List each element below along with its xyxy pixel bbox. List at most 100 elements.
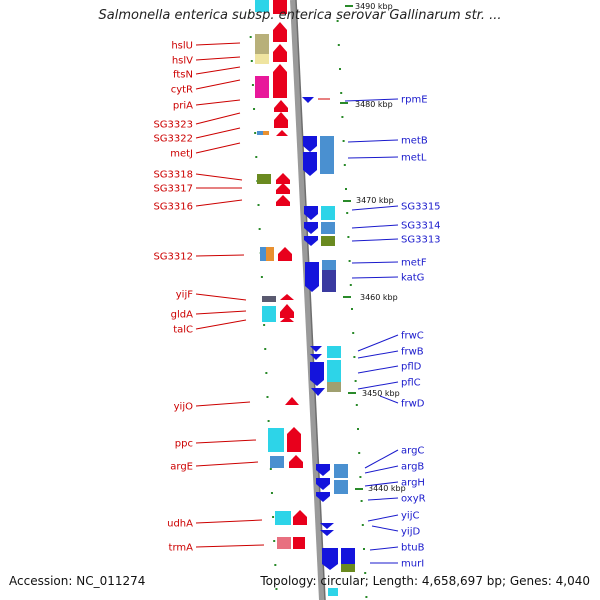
gene-label-cytR[interactable]: cytR [171,85,193,96]
gene-arrow[interactable] [322,548,338,570]
gene-arrow[interactable] [303,152,317,176]
gene-label-yijC[interactable]: yijC [401,511,419,522]
gene-label-talC[interactable]: talC [173,325,193,336]
gene-label-frwB[interactable]: frwB [401,347,424,358]
gene-glyph[interactable] [334,480,348,494]
gene-arrow[interactable] [310,362,324,386]
gene-arrow[interactable] [320,523,334,529]
gene-glyph[interactable] [255,0,269,12]
gene-label-frwD[interactable]: frwD [401,399,425,410]
gene-label-yijO[interactable]: yijO [174,402,193,413]
gene-glyph[interactable] [321,236,335,246]
gene-label-pflC[interactable]: pflC [401,378,421,389]
gene-arrow[interactable] [316,478,330,490]
gene-glyph[interactable] [321,222,335,234]
gene-glyph[interactable] [327,346,341,358]
gene-arrow[interactable] [304,206,318,220]
gene-arrow[interactable] [316,492,330,502]
gene-label-hslU[interactable]: hslU [171,41,193,52]
gene-label-SG3312[interactable]: SG3312 [153,252,193,263]
gene-label-argE[interactable]: argE [170,462,193,473]
gene-glyph[interactable] [322,260,336,270]
gene-arrow[interactable] [310,354,322,360]
gene-label-udhA[interactable]: udhA [167,519,193,530]
gene-arrow[interactable] [303,136,317,152]
gene-glyph[interactable] [273,0,287,14]
gene-glyph[interactable] [327,360,341,382]
gene-glyph[interactable] [293,537,305,549]
gene-label-SG3323[interactable]: SG3323 [153,120,193,131]
gene-label-SG3315[interactable]: SG3315 [401,202,441,213]
gene-glyph[interactable] [320,150,334,174]
gene-glyph[interactable] [334,464,348,478]
gene-label-argH[interactable]: argH [401,478,425,489]
gene-glyph[interactable] [341,564,355,572]
gene-arrow[interactable] [304,236,318,246]
gene-label-pflD[interactable]: pflD [401,362,422,373]
gene-glyph[interactable] [268,428,284,452]
gene-glyph[interactable] [266,247,274,261]
gene-arrow[interactable] [273,64,287,80]
gene-arrow[interactable] [280,316,294,322]
gene-arrow[interactable] [278,247,292,261]
gene-arrow[interactable] [293,510,307,525]
gene-arrow[interactable] [276,173,290,184]
gene-label-metL[interactable]: metL [401,153,427,164]
gene-label-trmA[interactable]: trmA [169,543,194,554]
gene-arrow[interactable] [311,388,325,396]
gene-glyph[interactable] [263,131,269,135]
gene-label-frwC[interactable]: frwC [401,331,424,342]
gene-label-SG3313[interactable]: SG3313 [401,235,441,246]
gene-glyph[interactable] [273,80,287,98]
gene-glyph[interactable] [277,537,291,549]
gene-label-yijF[interactable]: yijF [176,290,193,301]
gene-arrow[interactable] [310,346,322,352]
gene-label-metF[interactable]: metF [401,258,427,269]
gene-label-SG3322[interactable]: SG3322 [153,134,193,145]
gene-arrow[interactable] [302,97,314,103]
gene-label-argC[interactable]: argC [401,446,424,457]
gene-arrow[interactable] [316,464,330,476]
gene-label-ftsN[interactable]: ftsN [173,70,193,81]
gene-label-hslV[interactable]: hslV [172,56,193,67]
gene-glyph[interactable] [257,174,271,184]
gene-arrow[interactable] [274,112,288,128]
gene-glyph[interactable] [255,76,269,98]
gene-arrow[interactable] [287,427,301,452]
gene-glyph[interactable] [257,131,263,135]
gene-arrow[interactable] [304,222,318,234]
gene-arrow[interactable] [280,304,294,318]
gene-arrow[interactable] [320,530,334,536]
gene-arrow[interactable] [285,397,299,405]
gene-label-metJ[interactable]: metJ [170,149,193,160]
gene-glyph[interactable] [262,306,276,322]
gene-label-SG3314[interactable]: SG3314 [401,221,441,232]
gene-arrow[interactable] [276,195,290,206]
gene-label-gldA[interactable]: gldA [171,310,193,321]
gene-arrow[interactable] [276,130,288,136]
gene-label-argB[interactable]: argB [401,462,424,473]
gene-glyph[interactable] [275,511,291,525]
gene-arrow[interactable] [273,22,287,42]
gene-arrow[interactable] [289,455,303,468]
gene-arrow[interactable] [305,262,319,292]
gene-glyph[interactable] [322,270,336,292]
gene-label-ppc[interactable]: ppc [175,439,193,450]
gene-glyph[interactable] [260,247,266,261]
gene-label-yijD[interactable]: yijD [401,527,420,538]
gene-glyph[interactable] [255,34,269,54]
gene-label-katG[interactable]: katG [401,273,424,284]
gene-arrow[interactable] [280,294,294,300]
gene-label-btuB[interactable]: btuB [401,543,425,554]
gene-label-rpmE[interactable]: rpmE [401,95,428,106]
gene-glyph[interactable] [255,54,269,64]
gene-glyph[interactable] [262,296,276,302]
gene-label-oxyR[interactable]: oxyR [401,494,426,505]
gene-arrow[interactable] [274,100,288,112]
gene-label-murI[interactable]: murI [401,559,424,570]
gene-glyph[interactable] [328,588,338,596]
gene-label-priA[interactable]: priA [173,101,193,112]
gene-label-metB[interactable]: metB [401,136,428,147]
gene-glyph[interactable] [270,456,284,468]
gene-glyph[interactable] [320,136,334,150]
